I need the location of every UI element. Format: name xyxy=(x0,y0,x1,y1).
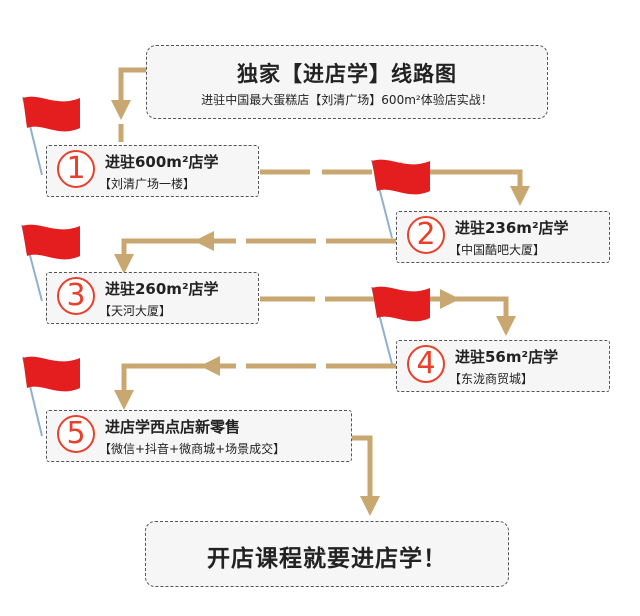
step-title: 进驻260m²店学 xyxy=(105,280,219,298)
arrow-step4-to-step5-corner xyxy=(114,363,210,410)
page-subtitle: 进驻中国最大蛋糕店【刘清广场】600m²体验店实战！ xyxy=(201,93,493,107)
step-title: 进驻56m²店学 xyxy=(455,348,559,366)
flag-icon xyxy=(371,286,430,365)
step-location: 【刘清广场一楼】 xyxy=(99,177,196,191)
arrow-step1-to-step2-corner xyxy=(410,169,530,206)
step-number-badge: 3 xyxy=(57,277,95,315)
step-title: 进驻600m²店学 xyxy=(105,153,219,171)
step-location: 【东泷商贸城】 xyxy=(449,372,534,386)
flag-icon xyxy=(21,224,80,302)
step-box-4: 4 进驻56m²店学 【东泷商贸城】 xyxy=(396,340,610,392)
step-location: 【微信+抖音+微商城+场景成交】 xyxy=(99,442,286,456)
step-number-badge: 5 xyxy=(57,415,95,453)
title-box: 独家【进店学】线路图 进驻中国最大蛋糕店【刘清广场】600m²体验店实战！ xyxy=(146,45,548,119)
step-number-badge: 1 xyxy=(57,150,95,188)
flag-icon xyxy=(371,159,430,239)
arrow-step3-to-step4-corner xyxy=(450,296,516,336)
step-location: 【天河大厦】 xyxy=(99,304,172,318)
flag-icon xyxy=(22,96,80,176)
arrow-title-to-step1 xyxy=(111,67,146,120)
step-box-3: 3 进驻260m²店学 【天河大厦】 xyxy=(46,272,259,324)
step-title: 进驻236m²店学 xyxy=(455,219,569,237)
step-box-1: 1 进驻600m²店学 【刘清广场一楼】 xyxy=(46,145,259,197)
step-number-badge: 4 xyxy=(407,345,445,383)
step-number-badge: 2 xyxy=(407,216,445,254)
final-cta-box: 开店课程就要进店学！ xyxy=(145,521,509,587)
page-title: 独家【进店学】线路图 xyxy=(237,62,457,86)
step-box-5: 5 进店学西点店新零售 【微信+抖音+微商城+场景成交】 xyxy=(46,410,352,462)
step-location: 【中国酷吧大厦】 xyxy=(449,243,546,257)
arrow-step2-to-step3-corner xyxy=(114,238,204,274)
arrow-step5-to-final xyxy=(352,435,380,516)
flag-icon xyxy=(22,356,80,437)
step-box-2: 2 进驻236m²店学 【中国酷吧大厦】 xyxy=(396,211,610,263)
step-title: 进店学西点店新零售 xyxy=(105,418,241,436)
final-cta-text: 开店课程就要进店学！ xyxy=(207,546,447,572)
